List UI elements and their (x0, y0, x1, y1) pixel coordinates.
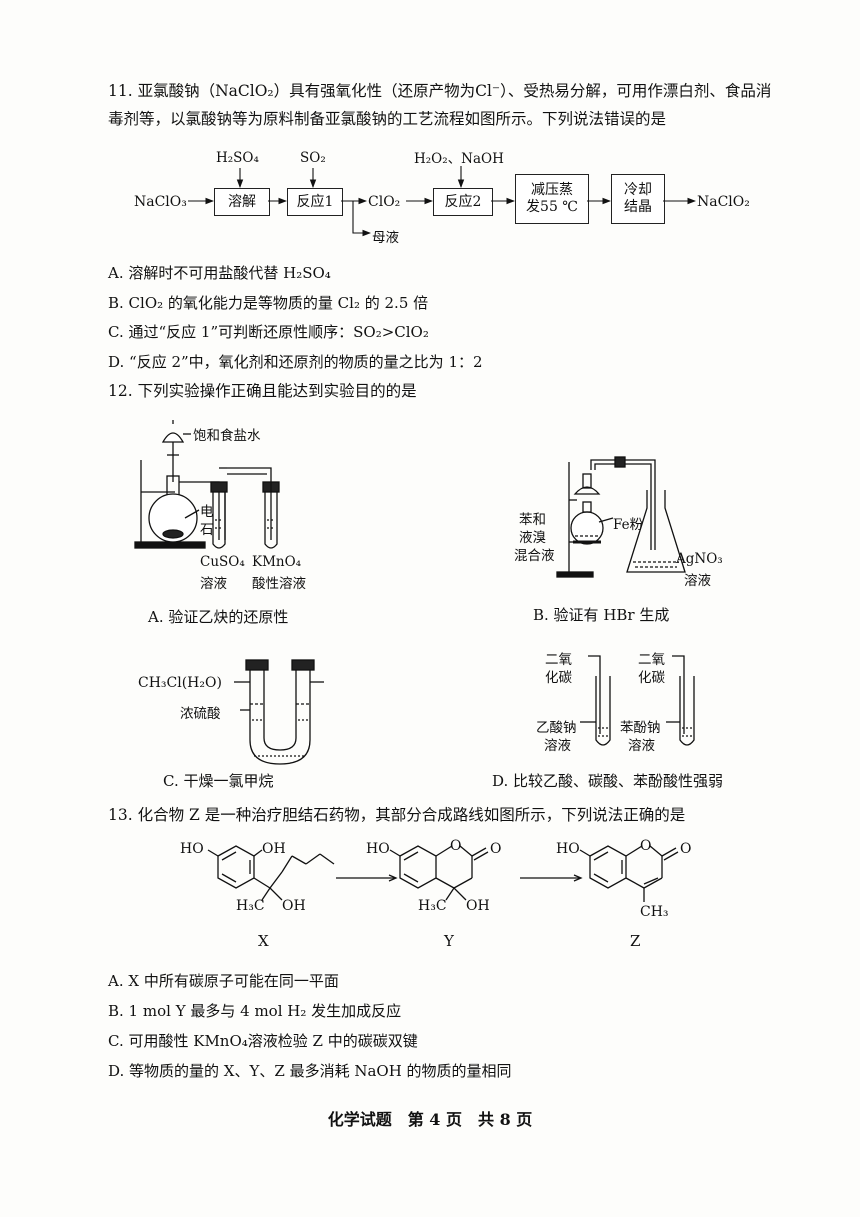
d-label-co2-2b: 化碳 (638, 670, 665, 686)
a-label-cuso4-sol: 溶液 (200, 576, 227, 592)
b-label-mix-1: 苯和 (519, 512, 546, 528)
box-reaction2: 反应2 (433, 188, 493, 216)
c-caption: C. 干燥一氯甲烷 (163, 772, 274, 790)
d-label-sodium-acetate: 乙酸钠 (536, 720, 577, 736)
c-label-acid: 浓硫酸 (180, 706, 221, 722)
d-label-co2-1a: 二氧 (545, 652, 572, 668)
d-caption: D. 比较乙酸、碳酸、苯酚酸性强弱 (492, 772, 724, 790)
apparatus-a-drawing (134, 420, 280, 549)
a-caption: A. 验证乙炔的还原性 (148, 608, 289, 626)
q13-stem: 13. 化合物 Z 是一种治疗胆结石药物，其部分合成路线如图所示，下列说法正确的… (108, 806, 686, 824)
flow-mother-liquor: 母液 (372, 230, 399, 246)
q13-reaction-scheme (207, 845, 679, 902)
box-reaction1: 反应1 (287, 188, 343, 216)
a-label-cuso4: CuSO₄ (200, 554, 245, 570)
d-label-sodium-phenoxide: 苯酚钠 (620, 720, 661, 736)
a-label-carbide-1: 电 (200, 504, 214, 520)
page-footer: 化学试题 第 4 页 共 8 页 (327, 1110, 533, 1129)
b-label-fe-powder: Fe粉 (613, 517, 644, 533)
y-name: Y (444, 932, 454, 950)
flow-end: NaClO₂ (697, 194, 750, 210)
box-evaporate-line2: 发55 ℃ (526, 199, 578, 215)
y-ho: HO (366, 841, 390, 857)
apparatus-b-drawing (556, 456, 686, 578)
a-label-brine: 饱和食盐水 (193, 428, 261, 444)
q13-option-c: C. 可用酸性 KMnO₄溶液检验 Z 中的碳碳双键 (108, 1032, 418, 1050)
b-caption: B. 验证有 HBr 生成 (533, 606, 670, 624)
y-oh: OH (466, 898, 490, 914)
x-ho: HO (180, 841, 204, 857)
y-o-ring: O (450, 838, 462, 854)
q11-stem-line2: 毒剂等，以氯酸钠等为原料制备亚氯酸钠的工艺流程如图所示。下列说法错误的是 (108, 110, 667, 128)
q11-option-c: C. 通过“反应 1”可判断还原性顺序：SO₂>ClO₂ (108, 323, 429, 341)
z-ch3: CH₃ (640, 904, 669, 920)
d-label-co2-2a: 二氧 (638, 652, 665, 668)
z-o-carbonyl: O (680, 841, 692, 857)
flow-arrows (188, 166, 697, 237)
q12-stem: 12. 下列实验操作正确且能达到实验目的的是 (108, 382, 417, 400)
z-name: Z (630, 932, 641, 950)
box-crystallize-line2: 结晶 (624, 199, 652, 215)
q13-option-a: A. X 中所有碳原子可能在同一平面 (108, 972, 339, 990)
x-ch3: H₃C (236, 898, 265, 914)
box-crystallize: 冷却 结晶 (611, 174, 665, 224)
box-evaporate-line1: 减压蒸 (531, 182, 573, 198)
a-label-kmno4-sol: 酸性溶液 (252, 576, 306, 592)
y-ch3: H₃C (418, 898, 447, 914)
q11-stem-line1: 11. 亚氯酸钠（NaClO₂）具有强氧化性（还原产物为Cl⁻）、受热易分解，可… (108, 82, 772, 100)
q13-option-b: B. 1 mol Y 最多与 4 mol H₂ 发生加成反应 (108, 1002, 402, 1020)
q11-option-a: A. 溶解时不可用盐酸代替 H₂SO₄ (108, 264, 331, 282)
d-label-sodium-phenoxide-sol: 溶液 (628, 738, 655, 754)
q11-option-d: D. “反应 2”中，氧化剂和还原剂的物质的量之比为 1：2 (108, 353, 483, 371)
a-label-carbide-2: 石 (200, 522, 214, 538)
apparatus-c-drawing (234, 659, 324, 765)
d-label-co2-1b: 化碳 (545, 670, 572, 686)
reagent-h2so4: H₂SO₄ (216, 150, 259, 166)
b-label-agno3: AgNO₃ (676, 551, 723, 567)
d-label-sodium-acetate-sol: 溶液 (544, 738, 571, 754)
y-o-carbonyl: O (490, 841, 502, 857)
c-label-gas: CH₃Cl(H₂O) (138, 675, 222, 691)
b-label-mix-3: 混合液 (514, 548, 555, 564)
x-oh-phenol: OH (262, 841, 286, 857)
x-oh: OH (282, 898, 306, 914)
b-label-agno3-sol: 溶液 (684, 573, 711, 589)
box-crystallize-line1: 冷却 (624, 182, 652, 198)
a-label-kmno4: KMnO₄ (252, 554, 302, 570)
reagent-h2o2-naoh: H₂O₂、NaOH (414, 151, 504, 167)
flow-start: NaClO₃ (134, 194, 187, 210)
box-evaporate: 减压蒸 发55 ℃ (515, 174, 589, 224)
q13-option-d: D. 等物质的量的 X、Y、Z 最多消耗 NaOH 的物质的量相同 (108, 1062, 512, 1080)
z-ho: HO (556, 841, 580, 857)
reagent-so2: SO₂ (300, 150, 326, 166)
flow-clo2: ClO₂ (368, 194, 401, 210)
z-o-ring: O (640, 838, 652, 854)
b-label-mix-2: 液溴 (519, 530, 546, 546)
q11-option-b: B. ClO₂ 的氧化能力是等物质的量 Cl₂ 的 2.5 倍 (108, 294, 429, 312)
apparatus-d-drawing (580, 655, 695, 746)
x-name: X (258, 932, 269, 950)
box-dissolve: 溶解 (214, 188, 270, 216)
